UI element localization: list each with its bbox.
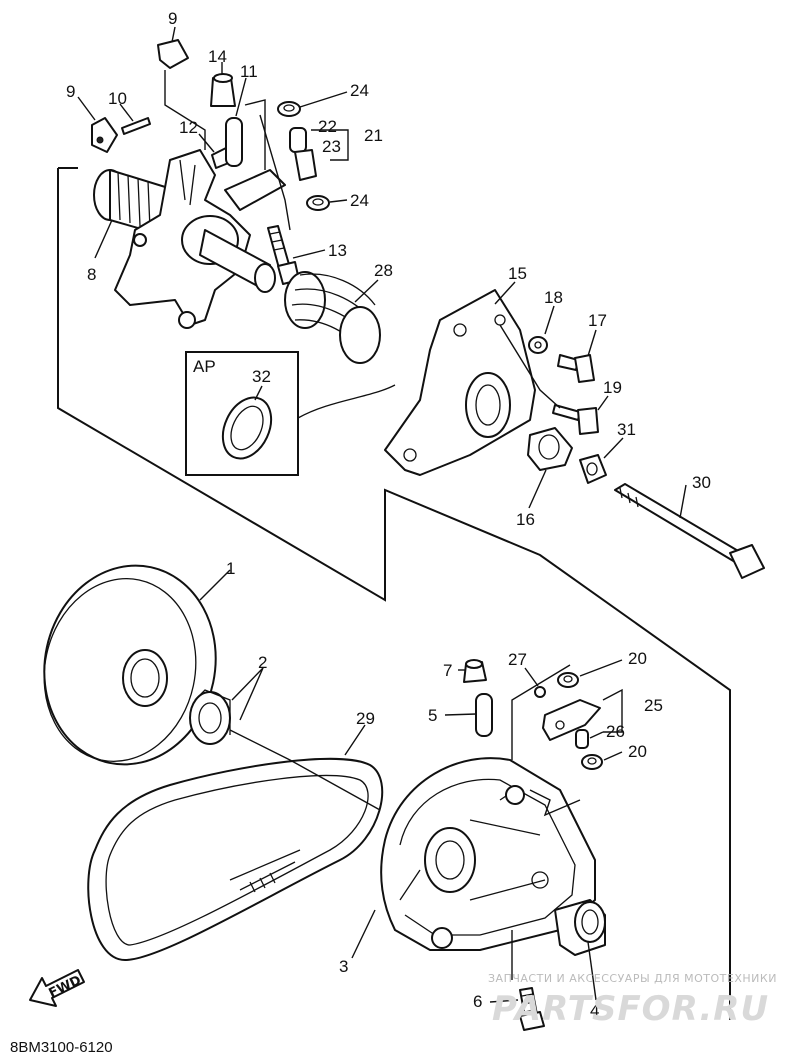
ap-box-label: AP [193, 357, 216, 376]
callout-32: 32 [252, 367, 271, 386]
callout-9-left: 9 [66, 82, 75, 101]
watermark-line2: PARTSFOR.RU [492, 989, 769, 1029]
secondary-small-parts [463, 659, 603, 1031]
spring-28 [284, 271, 381, 364]
callout-18: 18 [544, 288, 563, 307]
callout-8: 8 [87, 265, 96, 284]
callout-16: 16 [516, 510, 535, 529]
callout-24-top: 24 [350, 81, 369, 100]
watermark-line1: ЗАПЧАСТИ И АКСЕССУАРЫ ДЛЯ МОТОТЕХНИКИ [488, 972, 777, 985]
callout-numbers: 9 9 10 11 12 14 24 22 23 21 24 13 8 28 1… [66, 9, 711, 1020]
bushing-2 [189, 689, 231, 745]
callout-29: 29 [356, 709, 375, 728]
secondary-sheave-3 [380, 757, 596, 951]
callout-20-bottom: 20 [628, 742, 647, 761]
callout-9-top: 9 [168, 9, 177, 28]
callout-5: 5 [428, 706, 437, 725]
callout-7: 7 [443, 661, 452, 680]
callout-6: 6 [473, 992, 482, 1011]
callout-10: 10 [108, 89, 127, 108]
callout-leaders [77, 26, 687, 1003]
sheave-1 [43, 564, 217, 766]
callout-1: 1 [226, 559, 235, 578]
callout-17: 17 [588, 311, 607, 330]
callout-27: 27 [508, 650, 527, 669]
callout-14: 14 [208, 47, 227, 66]
weight-and-pin-parts [91, 39, 266, 170]
roller-and-collar-parts [259, 101, 330, 231]
callout-15: 15 [508, 264, 527, 283]
diagram-code: 8BM3100-6120 [10, 1039, 113, 1056]
assembly-frame-lines [57, 167, 731, 1020]
fwd-arrow: FWD [29, 969, 85, 1007]
callout-25: 25 [644, 696, 663, 715]
callout-31: 31 [617, 420, 636, 439]
callout-13: 13 [328, 241, 347, 260]
callout-22: 22 [318, 117, 337, 136]
drive-belt-29 [87, 729, 384, 961]
callout-4: 4 [590, 1001, 599, 1020]
callout-19: 19 [603, 378, 622, 397]
callout-2: 2 [258, 653, 267, 672]
callout-30: 30 [692, 473, 711, 492]
cover-assembly [384, 289, 765, 579]
callout-26: 26 [606, 722, 625, 741]
callout-24-bottom: 24 [350, 191, 369, 210]
primary-sheave-spider [93, 149, 286, 329]
callout-23: 23 [322, 137, 341, 156]
callout-28: 28 [374, 261, 393, 280]
watermark: ЗАПЧАСТИ И АКСЕССУАРЫ ДЛЯ МОТОТЕХНИКИ PA… [488, 972, 777, 1029]
callout-20-top: 20 [628, 649, 647, 668]
callout-12: 12 [179, 118, 198, 137]
ap-box: AP [185, 351, 396, 476]
callout-11: 11 [240, 62, 258, 81]
bushing-4 [554, 899, 606, 956]
callout-21: 21 [364, 126, 383, 145]
callout-3: 3 [339, 957, 348, 976]
